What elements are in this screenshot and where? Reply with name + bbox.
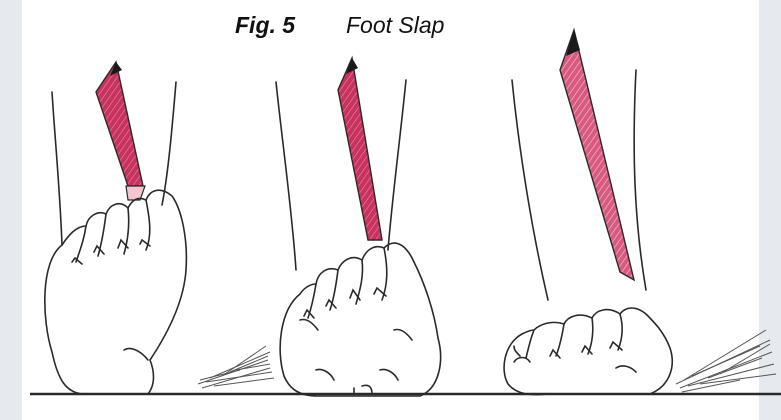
figure-number: Fig. 5 (235, 14, 295, 37)
right-frame-shadow (759, 0, 781, 420)
left-frame-shadow (0, 0, 22, 420)
figure-title: Foot Slap (346, 14, 444, 37)
